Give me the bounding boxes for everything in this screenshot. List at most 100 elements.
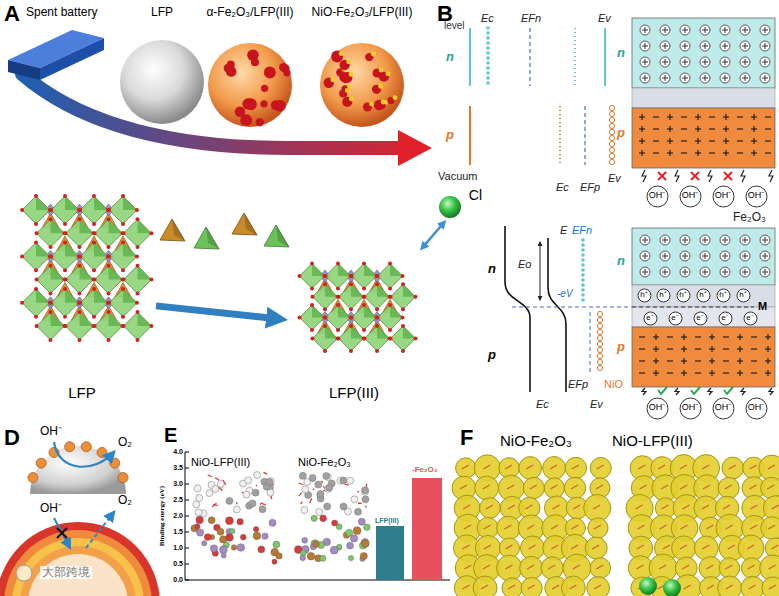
octahedron-face (325, 326, 337, 338)
charge-symbol (720, 57, 730, 67)
octahedron-face (390, 264, 402, 276)
bond (569, 585, 576, 589)
charge-symbol (765, 152, 771, 153)
substrate-atom (217, 528, 224, 535)
bond (505, 465, 512, 469)
tetrahedron-face (206, 227, 219, 249)
nio-atom (252, 489, 259, 496)
oxygen-atom (107, 301, 111, 305)
bond (680, 545, 687, 549)
charge-symbol (760, 235, 770, 245)
octahedron-face (36, 289, 50, 303)
crystal-structure: LFP (8, 192, 156, 404)
panel-d-art (0, 442, 160, 596)
nio-dot (345, 88, 350, 93)
bond (769, 585, 776, 589)
region-letter: n (617, 254, 625, 268)
octahedron (51, 289, 79, 317)
charge-density (519, 457, 542, 480)
charge-symbol (765, 27, 766, 33)
nio-dot (381, 100, 386, 105)
nio-dot (369, 102, 374, 107)
bond (767, 485, 774, 489)
free-tetrahedron (160, 219, 185, 241)
octahedron-face (351, 326, 363, 338)
level-dot (609, 141, 614, 146)
bond (486, 505, 493, 509)
oxygen-atom (49, 338, 53, 342)
bond (637, 545, 644, 549)
tick-mark (185, 532, 189, 533)
bond (263, 472, 267, 474)
fe2o3-cluster (271, 100, 281, 110)
nio-atom (196, 494, 203, 501)
bond (748, 565, 755, 569)
potential-label: -eV (557, 288, 573, 299)
bond (680, 485, 687, 489)
charge-symbol (667, 336, 673, 337)
octahedron-face (377, 284, 389, 296)
bond (321, 481, 323, 483)
panel-letter: A (4, 2, 20, 26)
substrate-atom (300, 555, 306, 561)
panel-letter: E (164, 424, 177, 446)
circle-shape (694, 312, 707, 325)
octahedron (339, 284, 364, 309)
region-letter: p (488, 348, 496, 362)
bond (530, 485, 537, 489)
blocked-mark (724, 172, 732, 180)
level-label: E (560, 224, 567, 236)
charge-density (722, 457, 744, 479)
region-letter: p (446, 128, 454, 142)
charge-symbol (700, 57, 710, 67)
nio-atom (315, 481, 322, 488)
octahedron-face (51, 312, 65, 326)
oxygen-atom (63, 194, 67, 198)
nio-atom (355, 508, 362, 515)
charge-density (694, 496, 718, 520)
fe2o3-cluster (261, 85, 268, 92)
octahedron-face (36, 196, 50, 210)
octahedron-face (123, 289, 137, 303)
circle-shape (677, 289, 690, 302)
charge-symbol (700, 25, 710, 35)
oxygen-atom (136, 264, 140, 268)
bond (683, 505, 690, 509)
light-bolt (769, 170, 773, 182)
charge-symbol (655, 334, 656, 340)
charge-symbol (680, 251, 690, 261)
circle-shape (680, 398, 701, 419)
oxygen-atom (78, 301, 82, 305)
oxygen-atom (107, 310, 111, 314)
oxygen-atom (49, 292, 53, 296)
oxygen-atom (92, 268, 96, 272)
oxygen-atom (107, 264, 111, 268)
bond (527, 565, 534, 569)
charge-symbol (665, 237, 666, 243)
level-dot (609, 129, 614, 134)
charge-symbol (705, 253, 706, 259)
bond (483, 565, 490, 569)
bond (768, 465, 775, 469)
fermi-level (529, 28, 530, 86)
bond (212, 503, 216, 507)
oxygen-atom (136, 245, 140, 249)
octahedron (326, 264, 351, 289)
free-tetrahedron (264, 225, 289, 247)
charge-symbol (685, 75, 686, 81)
octahedron-face (338, 305, 350, 317)
oxygen-atom (92, 194, 96, 198)
bond (460, 485, 467, 489)
hydroxide-ion: OH⁻ (679, 185, 702, 208)
nio-atom (266, 478, 273, 485)
octahedron-face (80, 266, 94, 280)
charge-symbol (660, 57, 670, 67)
charge-symbol (667, 348, 673, 349)
oxygen-atom (78, 338, 82, 342)
charge-symbol (655, 358, 656, 364)
oxygen-atom (388, 303, 392, 307)
charge-density (497, 555, 523, 581)
cl-atom (663, 579, 681, 596)
charge-density (523, 477, 544, 498)
charge-symbol (720, 73, 730, 83)
